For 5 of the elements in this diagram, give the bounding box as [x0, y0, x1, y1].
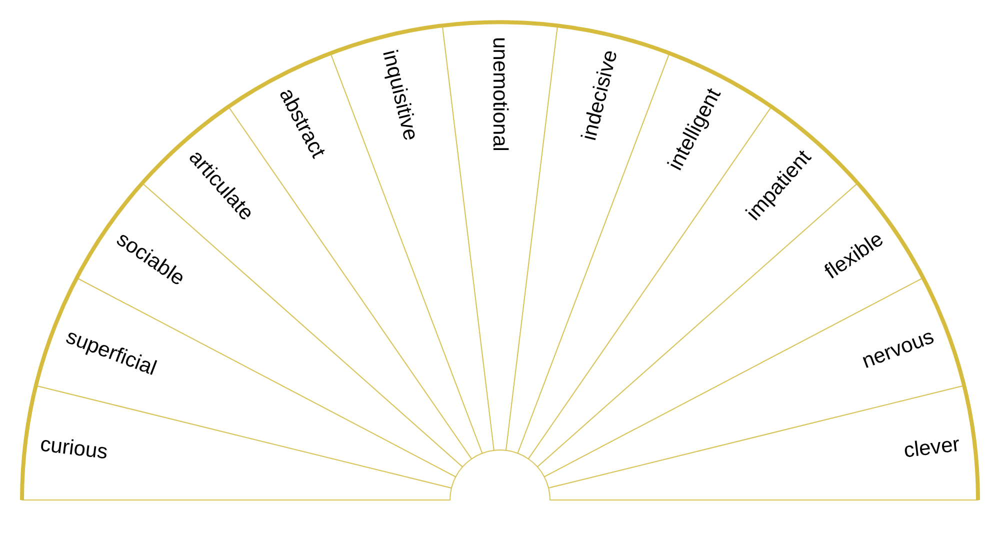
segment-label: curious [39, 432, 109, 464]
segment-label: clever [902, 432, 961, 462]
segment-label: inquisitive [378, 48, 422, 143]
segment-label: nervous [858, 325, 937, 374]
segment-label: unemotional [488, 37, 512, 152]
